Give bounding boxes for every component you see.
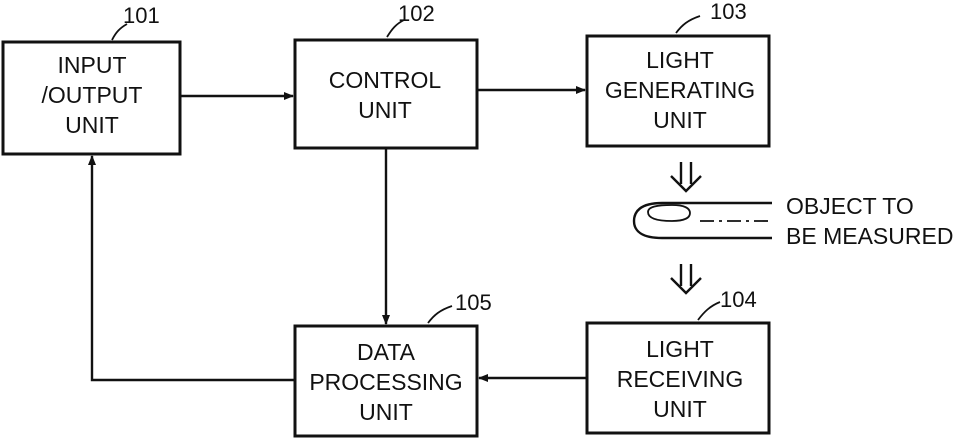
light-recv-label-line2: RECEIVING <box>617 366 744 392</box>
light-gen-label-line2: GENERATING <box>605 77 755 103</box>
light-generating-unit-block: LIGHT GENERATING UNIT <box>587 36 769 146</box>
ref-number-103: 103 <box>710 0 747 24</box>
ref-leader-104 <box>698 302 720 320</box>
light-down-arrow-lower <box>671 264 701 293</box>
ref-number-101: 101 <box>123 3 160 28</box>
finger-object-drawing <box>634 203 772 238</box>
data-processing-unit-block: DATA PROCESSING UNIT <box>295 326 477 436</box>
control-unit-block: CONTROL UNIT <box>295 40 477 148</box>
control-label-line2: UNIT <box>358 97 412 123</box>
ref-number-105: 105 <box>455 290 492 315</box>
light-receiving-unit-block: LIGHT RECEIVING UNIT <box>587 323 769 433</box>
data-proc-label-line2: PROCESSING <box>309 369 462 395</box>
fingernail-shape <box>648 205 690 221</box>
light-recv-label-line3: UNIT <box>653 396 707 422</box>
ref-number-102: 102 <box>398 1 435 26</box>
input-output-unit-block: INPUT /OUTPUT UNIT <box>3 42 180 154</box>
arrow-data-proc-to-io <box>92 156 295 380</box>
object-label-line1: OBJECT TO <box>786 193 914 219</box>
light-gen-label-line3: UNIT <box>653 107 707 133</box>
light-gen-label-line1: LIGHT <box>646 47 714 73</box>
light-down-arrow-upper <box>671 162 701 191</box>
object-label-line2: BE MEASURED <box>786 223 953 249</box>
ref-leader-103 <box>676 16 700 33</box>
light-recv-label-line1: LIGHT <box>646 336 714 362</box>
data-proc-label-line3: UNIT <box>359 399 413 425</box>
data-proc-label-line1: DATA <box>357 339 416 365</box>
ref-leader-105 <box>428 306 452 323</box>
ref-number-104: 104 <box>720 287 757 312</box>
io-label-line2: /OUTPUT <box>42 82 143 108</box>
io-label-line1: INPUT <box>58 52 127 78</box>
io-label-line3: UNIT <box>65 112 119 138</box>
control-label-line1: CONTROL <box>329 67 442 93</box>
